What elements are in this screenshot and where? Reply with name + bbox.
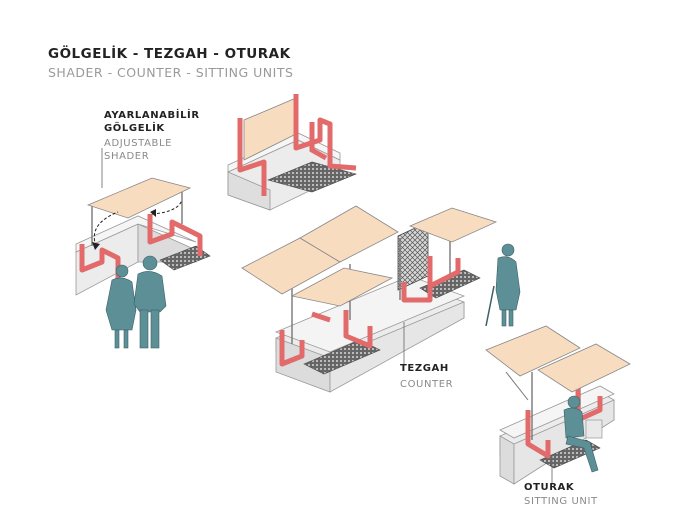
person-icon <box>486 244 520 326</box>
canopy-icon <box>242 206 496 306</box>
sitting-unit <box>486 326 630 484</box>
label-shader-tr-1: AYARLANABİLİR <box>104 110 200 122</box>
title-english: SHADER - COUNTER - SITTING UNITS <box>48 65 293 80</box>
bench-unit-top <box>228 94 356 210</box>
label-shader-en-1: ADJUSTABLE <box>104 138 172 150</box>
label-sitting-en: SITTING UNIT <box>524 496 598 508</box>
label-counter-tr: TEZGAH <box>400 363 449 375</box>
title-turkish: GÖLGELİK - TEZGAH - OTURAK <box>48 46 291 62</box>
label-sitting-tr: OTURAK <box>524 482 574 494</box>
counter-unit <box>242 206 496 392</box>
label-shader-tr-2: GÖLGELİK <box>104 123 165 135</box>
label-shader-en-2: SHADER <box>104 151 149 163</box>
label-counter-en: COUNTER <box>400 379 453 391</box>
